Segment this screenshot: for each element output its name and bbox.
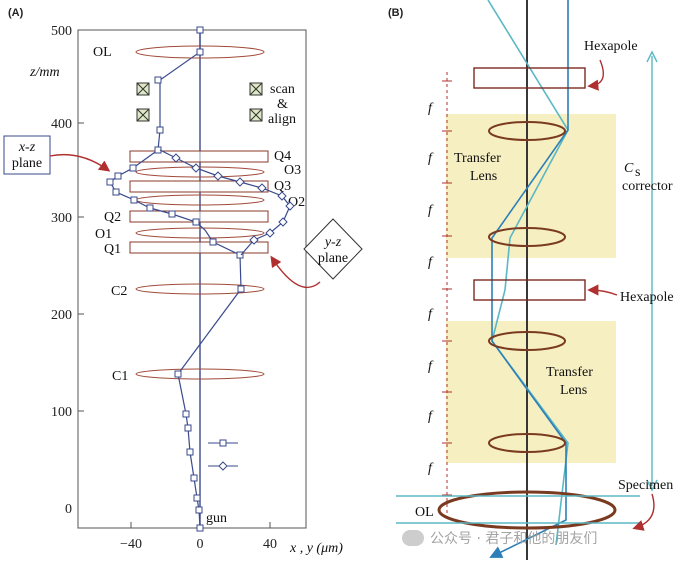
objective-lens	[437, 490, 617, 530]
y-axis: 0 100 200 300 400 500 z/mm	[29, 24, 84, 529]
watermark-text: 公众号 · 君子和他的朋友们	[430, 531, 598, 547]
yz-plane-title: y-z	[323, 235, 342, 250]
transfer-lens-2-line1: Transfer	[546, 365, 593, 380]
transfer-lens-2b	[488, 433, 566, 453]
transfer-lens-1b	[488, 227, 566, 247]
xz-plane-word: plane	[12, 156, 42, 171]
y-tick-label: 200	[51, 308, 72, 323]
c2-label: C2	[111, 284, 127, 299]
yz-plane-word: plane	[318, 251, 348, 266]
scan-label: scan	[270, 82, 295, 97]
transfer-lens-1-line1: Transfer	[454, 151, 501, 166]
y-tick-label: 300	[51, 211, 72, 226]
gun-label: gun	[206, 511, 227, 526]
ol-b-label: OL	[415, 505, 434, 520]
o1-label: O1	[95, 227, 112, 242]
hexapole-mid-rect	[473, 279, 586, 301]
focal-label: f	[428, 359, 434, 374]
o1-lens-ellipse	[135, 227, 265, 239]
y-tick-label: 400	[51, 117, 72, 132]
y-tick-label: 100	[51, 405, 72, 420]
yz-plane-callout: y-z plane	[270, 218, 363, 289]
focal-label: f	[428, 307, 434, 322]
hexapole-top-arrow	[587, 59, 604, 91]
panel-b-label: (B)	[388, 7, 404, 19]
focal-labels: f f f f f f f f	[428, 101, 434, 476]
y-axis-unit: z/mm	[29, 65, 60, 80]
x-axis-unit: x , y (μm)	[289, 541, 343, 556]
yz-ray-markers	[171, 153, 295, 245]
xz-plane-title: x-z	[18, 140, 36, 155]
q4-label: Q4	[274, 149, 291, 164]
yz-ray-path	[159, 149, 291, 256]
xz-plane-callout: x-z plane	[3, 135, 111, 175]
xz-ray-markers	[106, 26, 245, 532]
o3-lens-ellipse	[135, 166, 265, 178]
hexapole-top-rect	[473, 67, 586, 89]
specimen-arrow	[632, 493, 655, 531]
hexapole-top-label: Hexapole	[584, 39, 638, 54]
specimen-label: Specimen	[618, 478, 673, 493]
plot-frame	[77, 29, 307, 529]
amp-label: &	[277, 97, 288, 112]
wechat-icon	[402, 530, 424, 546]
focal-label: f	[428, 101, 434, 116]
cs-corrector-label: corrector	[622, 179, 673, 194]
focal-label: f	[428, 461, 434, 476]
q3-rect	[129, 180, 269, 193]
transfer-lens-1a	[488, 121, 566, 141]
c2-lens-ellipse	[135, 283, 265, 295]
q3-label: Q3	[274, 179, 291, 194]
transfer-region-upper	[446, 114, 616, 258]
ol-label: OL	[93, 45, 112, 60]
q1-label: Q1	[104, 242, 121, 257]
panel-b: (B) f f f f f f f f	[388, 0, 674, 560]
c1-lens-ellipse	[135, 368, 265, 380]
scan-coil-markers	[136, 82, 263, 122]
y-tick-label: 500	[51, 24, 72, 39]
c1-label: C1	[112, 369, 128, 384]
transfer-lens-2-line2: Lens	[560, 383, 587, 398]
focal-label: f	[428, 151, 434, 166]
focal-length-scale	[442, 72, 452, 520]
x-tick-label: 0	[197, 537, 204, 552]
x-tick-label: 40	[263, 537, 277, 552]
q2-label: Q2	[104, 210, 121, 225]
transfer-lens-1-line2: Lens	[470, 169, 497, 184]
x-tick-label: −40	[120, 537, 142, 552]
cs-subscript: s	[635, 165, 640, 180]
panel-a: (A) 0 100 200 300 400 500 z/mm −40	[3, 7, 363, 556]
o3-label: O3	[284, 163, 301, 178]
y-tick-label: 0	[65, 502, 72, 517]
q1-rect	[129, 241, 269, 254]
ray-blue	[489, 0, 569, 558]
transfer-region-lower	[446, 321, 616, 463]
focal-label: f	[428, 203, 434, 218]
legend	[208, 439, 238, 471]
xz-ray-path	[109, 30, 242, 529]
panel-a-label: (A)	[8, 7, 24, 19]
transfer-lens-2a	[488, 331, 566, 351]
ray-cyan	[487, 0, 569, 546]
align-label: align	[268, 112, 296, 127]
watermark: 公众号 · 君子和他的朋友们	[402, 525, 688, 551]
focal-label: f	[428, 409, 434, 424]
cs-corrector-span	[646, 50, 658, 492]
x-axis: −40 0 40 x , y (μm)	[120, 522, 343, 556]
hexapole-mid-label: Hexapole	[620, 290, 674, 305]
hexapole-mid-arrow	[587, 284, 618, 296]
q4-rect	[129, 150, 269, 163]
cs-symbol: C	[624, 161, 634, 176]
focal-label: f	[428, 255, 434, 270]
